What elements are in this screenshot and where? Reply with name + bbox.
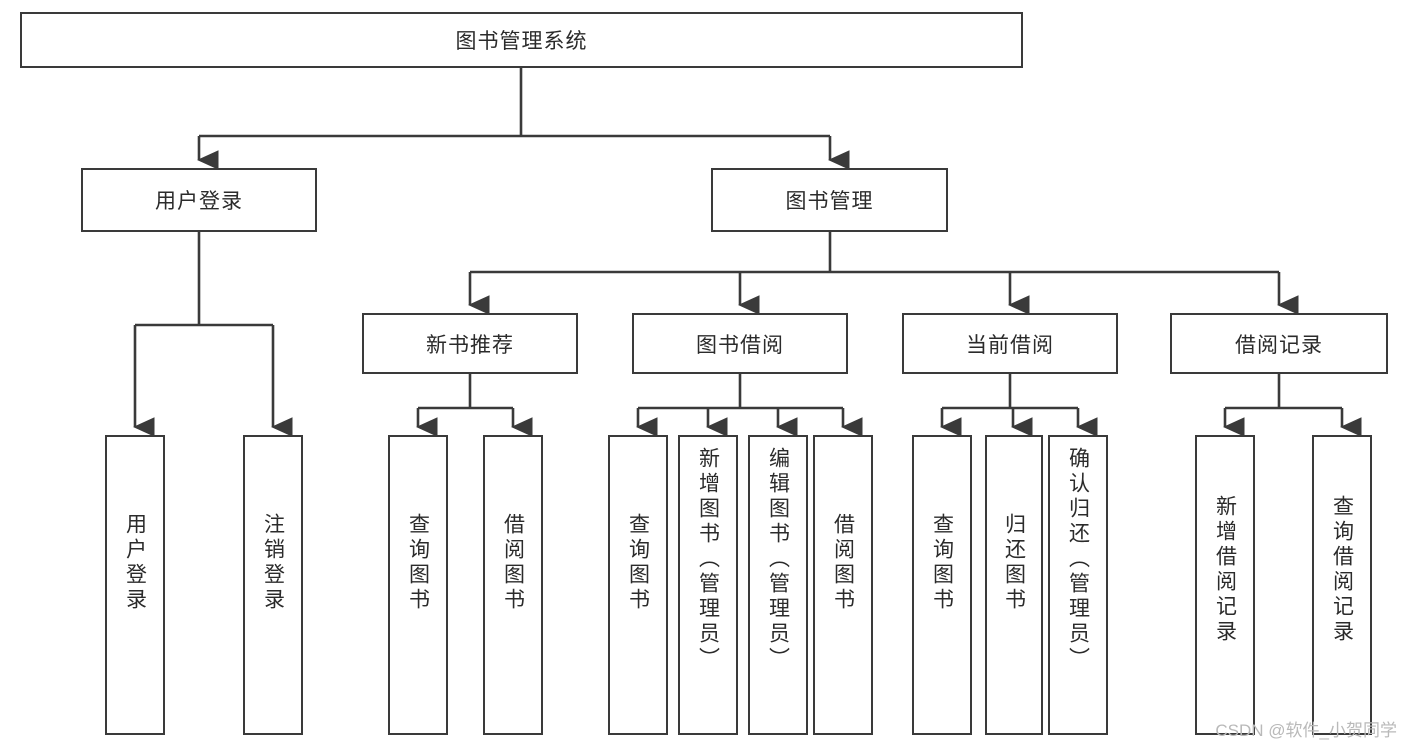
leaf-new-book-2[interactable]: 借阅图书: [483, 435, 543, 735]
leaf-label: 查询图书: [930, 513, 954, 613]
node-book-borrow[interactable]: 图书借阅: [632, 313, 848, 374]
leaf-book-borrow-1[interactable]: 查询图书: [608, 435, 668, 735]
node-new-book-recommend-label: 新书推荐: [426, 333, 514, 357]
leaf-borrow-record-1[interactable]: 新增借阅记录: [1195, 435, 1255, 735]
node-borrow-record[interactable]: 借阅记录: [1170, 313, 1388, 374]
leaf-label: 查询借阅记录: [1330, 495, 1354, 645]
leaf-user-login-2[interactable]: 注销登录: [243, 435, 303, 735]
csdn-watermark: CSDN @软件_小贺同学: [1215, 721, 1397, 740]
leaf-current-borrow-2[interactable]: 归还图书: [985, 435, 1043, 735]
node-book-manage[interactable]: 图书管理: [711, 168, 948, 232]
leaf-current-borrow-3[interactable]: 确认归还（管理员）: [1048, 435, 1108, 735]
node-borrow-record-label: 借阅记录: [1235, 333, 1323, 357]
node-user-login[interactable]: 用户登录: [81, 168, 317, 232]
leaf-user-login-1[interactable]: 用户登录: [105, 435, 165, 735]
leaf-label: 注销登录: [261, 513, 285, 613]
leaf-current-borrow-1[interactable]: 查询图书: [912, 435, 972, 735]
leaf-label: 查询图书: [626, 513, 650, 613]
leaf-book-borrow-2[interactable]: 新增图书（管理员）: [678, 435, 738, 735]
leaf-label: 查询图书: [406, 513, 430, 613]
leaf-new-book-1[interactable]: 查询图书: [388, 435, 448, 735]
leaf-label: 用户登录: [123, 513, 147, 613]
node-book-borrow-label: 图书借阅: [696, 333, 784, 357]
node-root-label: 图书管理系统: [455, 30, 588, 53]
leaf-label: 归还图书: [1002, 513, 1026, 613]
leaf-book-borrow-4[interactable]: 借阅图书: [813, 435, 873, 735]
node-root[interactable]: 图书管理系统: [20, 12, 1023, 68]
leaf-label: 确认归还（管理员）: [1066, 447, 1090, 672]
node-current-borrow[interactable]: 当前借阅: [902, 313, 1118, 374]
leaf-label: 新增图书（管理员）: [696, 447, 720, 672]
leaf-book-borrow-3[interactable]: 编辑图书（管理员）: [748, 435, 808, 735]
leaf-label: 借阅图书: [501, 513, 525, 613]
leaf-label: 编辑图书（管理员）: [766, 447, 790, 672]
leaf-label: 新增借阅记录: [1213, 495, 1237, 645]
node-current-borrow-label: 当前借阅: [966, 333, 1054, 357]
leaf-label: 借阅图书: [831, 513, 855, 613]
leaf-borrow-record-2[interactable]: 查询借阅记录: [1312, 435, 1372, 735]
node-new-book-recommend[interactable]: 新书推荐: [362, 313, 578, 374]
node-user-login-label: 用户登录: [155, 190, 243, 213]
node-book-manage-label: 图书管理: [785, 190, 874, 213]
